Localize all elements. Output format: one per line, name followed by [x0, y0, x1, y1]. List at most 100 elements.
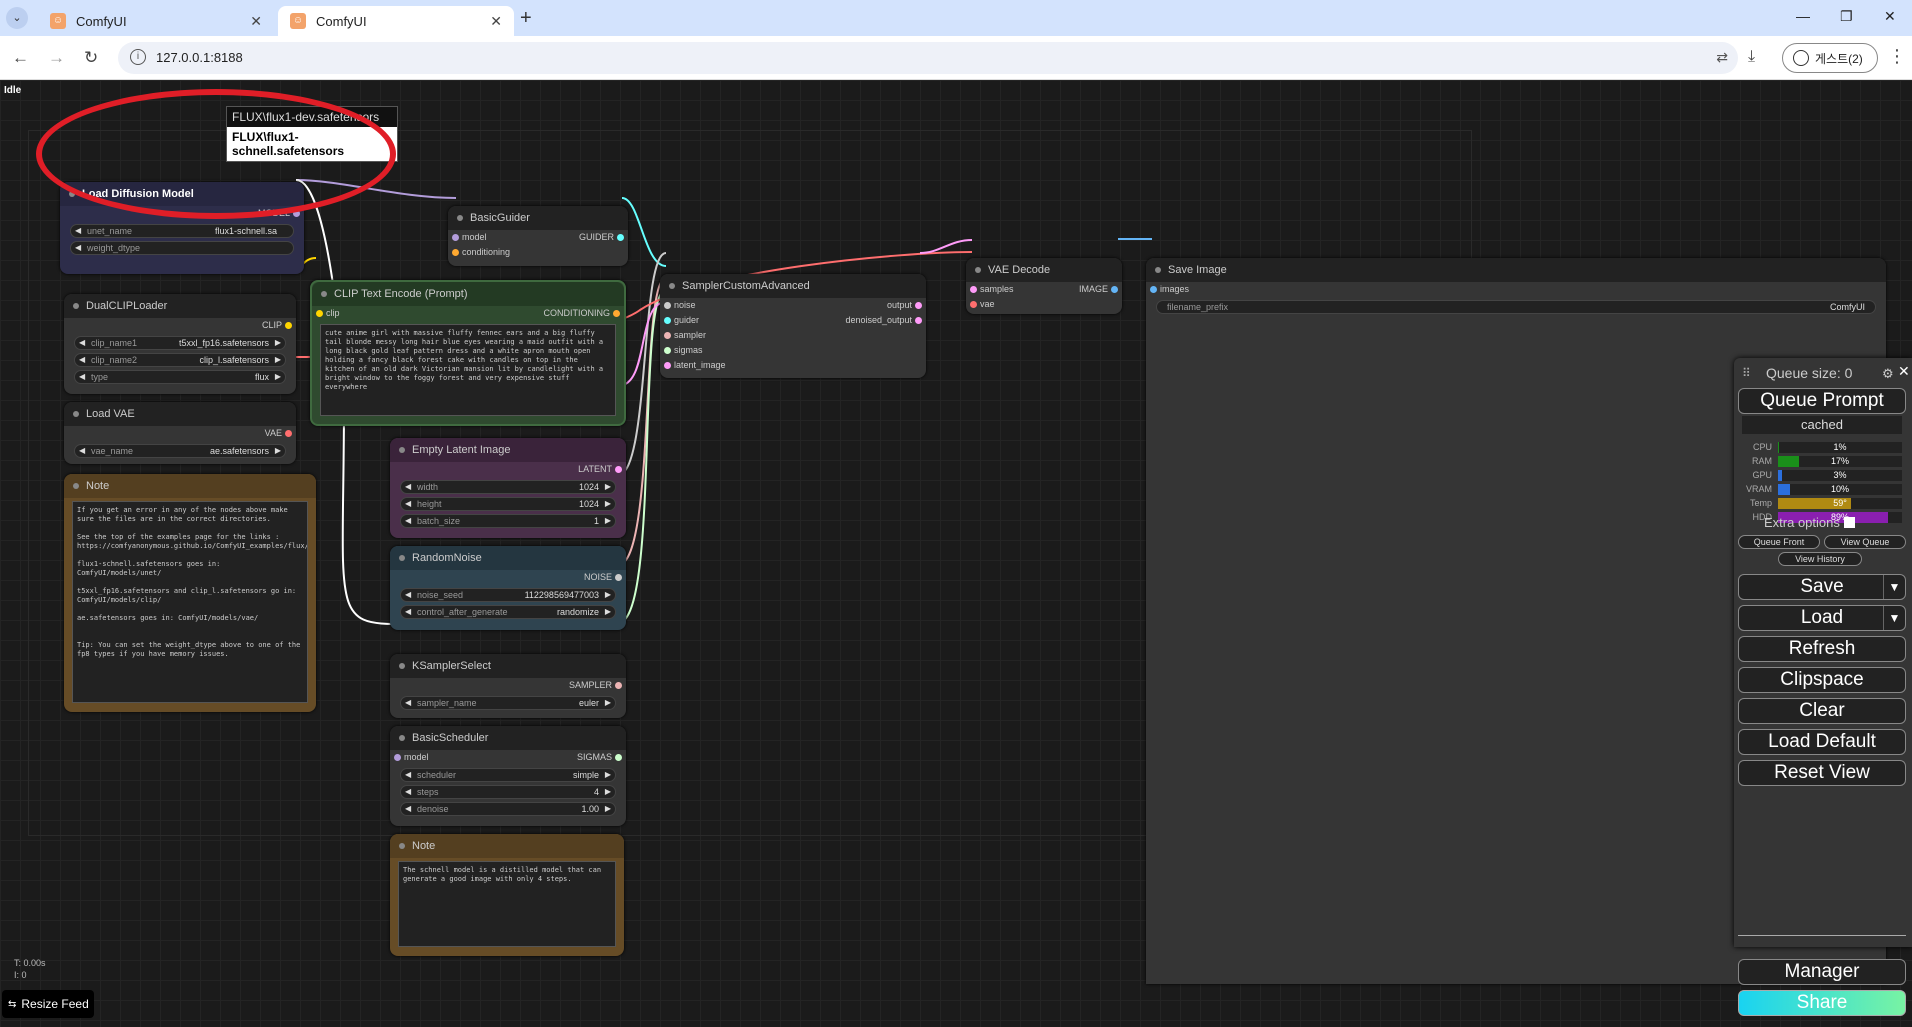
- arrow-left-icon[interactable]: ◀: [405, 516, 412, 525]
- slot-conditioning-out[interactable]: CONDITIONING: [530, 306, 625, 321]
- arrow-left-icon[interactable]: ◀: [79, 355, 86, 364]
- slot-image-out[interactable]: IMAGE: [1065, 282, 1122, 297]
- slot-dot[interactable]: [293, 210, 300, 217]
- tab-close-icon[interactable]: ✕: [250, 12, 262, 29]
- slot-images-in[interactable]: images: [1146, 282, 1886, 297]
- slot-denoised-output-out[interactable]: denoised_output: [831, 313, 926, 328]
- arrow-left-icon[interactable]: ◀: [75, 243, 82, 252]
- slot-model-in[interactable]: model: [390, 750, 443, 765]
- node-title[interactable]: KSamplerSelect: [390, 654, 626, 678]
- slot-dot[interactable]: [615, 754, 622, 761]
- close-icon[interactable]: ✕: [1898, 363, 1910, 379]
- slot-dot[interactable]: [285, 322, 292, 329]
- slot-clip-in[interactable]: clip: [312, 306, 354, 321]
- forward-icon[interactable]: →: [48, 48, 65, 67]
- reload-icon[interactable]: ↻: [84, 48, 99, 67]
- arrow-left-icon[interactable]: ◀: [405, 787, 412, 796]
- slot-vae-out[interactable]: VAE: [64, 426, 296, 441]
- queue-front-button[interactable]: Queue Front: [1738, 535, 1820, 549]
- slot-sampler-in[interactable]: sampler: [660, 328, 926, 343]
- slot-dot[interactable]: [664, 362, 671, 369]
- node-title[interactable]: Save Image: [1146, 258, 1886, 282]
- node-basic-guider[interactable]: BasicGuider model GUIDER conditioning: [448, 206, 628, 266]
- slot-dot[interactable]: [970, 301, 977, 308]
- address-bar[interactable]: i 127.0.0.1:8188 ⇄: [118, 42, 1738, 74]
- back-icon[interactable]: ←: [12, 48, 29, 67]
- node-title[interactable]: CLIP Text Encode (Prompt): [312, 282, 624, 306]
- tab-comfyui-1[interactable]: ☺ ComfyUI ✕: [38, 6, 274, 36]
- arrow-right-icon[interactable]: ▶: [604, 590, 611, 599]
- arrow-right-icon[interactable]: ▶: [604, 770, 611, 779]
- slot-vae-in[interactable]: vae: [966, 297, 1122, 312]
- slot-dot[interactable]: [615, 682, 622, 689]
- node-title[interactable]: BasicScheduler: [390, 726, 626, 750]
- load-default-button[interactable]: Load Default: [1738, 729, 1906, 755]
- slot-dot[interactable]: [394, 754, 401, 761]
- node-clip-text-encode[interactable]: CLIP Text Encode (Prompt) clip CONDITION…: [310, 280, 626, 426]
- new-tab-icon[interactable]: +: [520, 7, 532, 29]
- share-button[interactable]: Share: [1738, 990, 1906, 1016]
- arrow-left-icon[interactable]: ◀: [405, 590, 412, 599]
- slot-dot[interactable]: [452, 234, 459, 241]
- slot-dot[interactable]: [452, 249, 459, 256]
- save-dropdown-icon[interactable]: ▼: [1883, 575, 1905, 599]
- arrow-left-icon[interactable]: ◀: [79, 372, 86, 381]
- node-vae-decode[interactable]: VAE Decode samples IMAGE vae: [966, 258, 1122, 314]
- node-title[interactable]: DualCLIPLoader: [64, 294, 296, 318]
- arrow-right-icon[interactable]: ▶: [604, 499, 611, 508]
- save-button[interactable]: Save▼: [1738, 574, 1906, 600]
- slot-conditioning-in[interactable]: conditioning: [448, 245, 628, 260]
- arrow-left-icon[interactable]: ◀: [405, 482, 412, 491]
- arrow-right-icon[interactable]: ▶: [274, 446, 281, 455]
- arrow-right-icon[interactable]: ▶: [604, 482, 611, 491]
- slot-noise-in[interactable]: noise: [660, 298, 710, 313]
- slot-dot[interactable]: [664, 302, 671, 309]
- arrow-left-icon[interactable]: ◀: [405, 804, 412, 813]
- widget-weight-dtype[interactable]: ◀weight_dtype: [70, 241, 294, 255]
- slot-dot[interactable]: [316, 310, 323, 317]
- minimize-icon[interactable]: —: [1796, 8, 1810, 24]
- slot-dot[interactable]: [285, 430, 292, 437]
- arrow-left-icon[interactable]: ◀: [79, 338, 86, 347]
- slot-samples-in[interactable]: samples: [966, 282, 1028, 297]
- restore-icon[interactable]: ❐: [1840, 8, 1853, 24]
- slot-dot[interactable]: [1150, 286, 1157, 293]
- slot-guider-out[interactable]: GUIDER: [565, 230, 628, 245]
- gear-icon[interactable]: ⚙: [1882, 366, 1894, 381]
- arrow-right-icon[interactable]: ▶: [604, 787, 611, 796]
- node-title[interactable]: VAE Decode: [966, 258, 1122, 282]
- slot-dot[interactable]: [915, 317, 922, 324]
- arrow-right-icon[interactable]: ▶: [604, 607, 611, 616]
- arrow-right-icon[interactable]: ▶: [604, 698, 611, 707]
- node-title[interactable]: Empty Latent Image: [390, 438, 626, 462]
- load-button[interactable]: Load▼: [1738, 605, 1906, 631]
- note-text[interactable]: The schnell model is a distilled model t…: [398, 861, 616, 947]
- slot-dot[interactable]: [1111, 286, 1118, 293]
- arrow-right-icon[interactable]: ▶: [604, 516, 611, 525]
- window-close-icon[interactable]: ✕: [1884, 8, 1896, 24]
- browser-menu-icon[interactable]: ⋮: [1888, 46, 1906, 66]
- translate-icon[interactable]: ⇄: [1716, 49, 1728, 65]
- arrow-right-icon[interactable]: ▶: [274, 338, 281, 347]
- tab-close-icon[interactable]: ✕: [490, 12, 502, 29]
- slot-noise-out[interactable]: NOISE: [390, 570, 626, 585]
- extra-options-checkbox[interactable]: [1843, 517, 1855, 528]
- clear-button[interactable]: Clear: [1738, 698, 1906, 724]
- node-title[interactable]: Note: [64, 474, 316, 498]
- refresh-button[interactable]: Refresh: [1738, 636, 1906, 662]
- slot-model-in[interactable]: model: [448, 230, 501, 245]
- load-dropdown-icon[interactable]: ▼: [1883, 606, 1905, 630]
- tab-comfyui-2[interactable]: ☺ ComfyUI ✕: [278, 6, 514, 36]
- slot-guider-in[interactable]: guider: [660, 313, 713, 328]
